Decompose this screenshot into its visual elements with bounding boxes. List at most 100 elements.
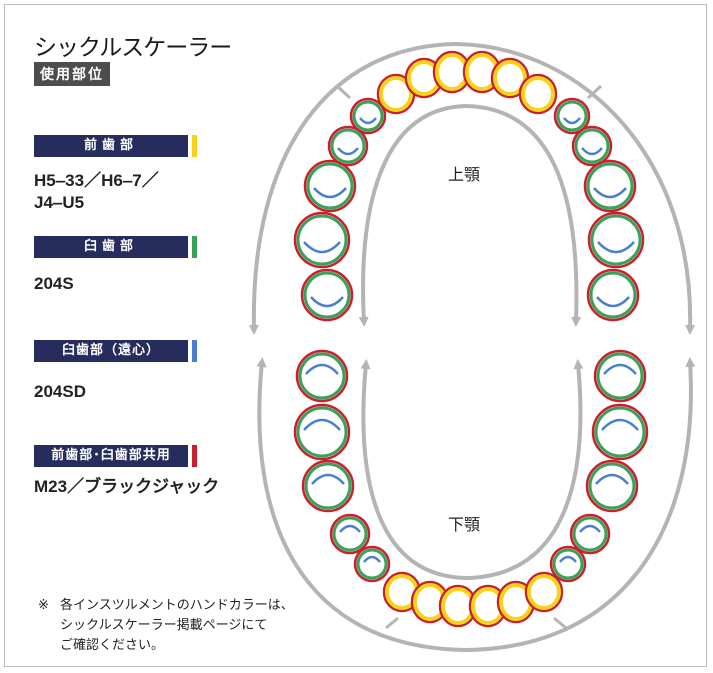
upper-right-tooth-2: [590, 214, 642, 266]
lower-left-tooth-2-outer: [293, 403, 351, 461]
upper-left-tooth-1: [303, 271, 351, 319]
lower-right-tooth-4-outer: [569, 513, 611, 555]
upper-anterior-tooth-5: [493, 60, 527, 96]
footnote-line-3: ご確認ください。: [60, 638, 165, 653]
legend-swatch-anterior: [192, 135, 197, 157]
footnote-mark: ※: [38, 598, 49, 613]
upper-right-tooth-1: [589, 271, 637, 319]
upper-anterior-tooth-6-outer: [518, 73, 558, 115]
lower-right-tooth-3-inner: [595, 473, 629, 485]
lower-left-tooth-1: [298, 352, 346, 400]
upper-left-tooth-4: [330, 128, 366, 164]
legend-value-distal: 204SD: [34, 382, 86, 401]
legend-label-distal: 臼歯部（遠心）: [34, 340, 188, 362]
outer-lower-arrow-left: [256, 357, 467, 652]
upper-left-tooth-3: [306, 162, 354, 210]
lower-right-tooth-1-inner: [603, 363, 637, 375]
legend-value-anterior-line-1: H5‒33／H6‒7／: [34, 171, 159, 190]
upper-left-tooth-5: [352, 100, 384, 132]
upper-anterior-tooth-3: [435, 53, 469, 91]
lower-anterior-tooth-3: [441, 587, 475, 625]
lower-left-tooth-3-outer: [301, 459, 355, 513]
upper-right-tooth-3-inner: [593, 187, 627, 199]
upper-left-tooth-1-inner: [310, 296, 344, 308]
page-frame: [4, 4, 707, 667]
upper-left-tooth-3-inner: [313, 187, 347, 199]
upper-right-tooth-5-inner: [563, 117, 581, 125]
legend-label-anterior: 前歯部: [34, 135, 188, 157]
footnote-line-1-text: 各インスツルメントのハンドカラーは、: [60, 598, 294, 613]
legend-label-molar: 臼歯部: [34, 236, 188, 258]
upper-left-tooth-2: [296, 214, 348, 266]
lower-left-tooth-3: [304, 462, 352, 510]
upper-right-tooth-2-inner: [597, 241, 635, 254]
lower-left-tooth-1-inner: [305, 363, 339, 375]
outer-tick-lower-right: [553, 616, 567, 630]
inner-upper-arrow-right: [465, 104, 582, 327]
legend-item-molar: 臼歯部: [34, 236, 197, 258]
outer-upper-arrow: [248, 42, 457, 335]
outer-tick-upper-right: [586, 84, 603, 100]
upper-left-tooth-5-inner: [359, 117, 377, 125]
lower-left-tooth-5-outer: [353, 545, 391, 583]
lower-left-tooth-2-inner: [303, 418, 341, 431]
upper-left-tooth-4-inner: [337, 147, 359, 156]
upper-right-tooth-4: [574, 128, 610, 164]
legend-item-anterior: 前歯部: [34, 135, 197, 157]
outer-tick-upper-left: [335, 84, 352, 100]
outer-upper-arrow-right: [455, 42, 696, 335]
legend-value-anterior: H5‒33／H6‒7／ J4‒U5: [34, 170, 159, 214]
lower-right-tooth-4: [572, 516, 608, 552]
upper-right-tooth-2-outer: [587, 211, 645, 269]
lower-right-tooth-4-inner: [579, 524, 601, 533]
upper-left-tooth-2-outer: [293, 211, 351, 269]
legend-label-shared: 前歯部･臼歯部共用: [34, 445, 188, 467]
upper-right-tooth-4-inner: [581, 147, 603, 156]
outer-lower-arrow-right: [465, 357, 696, 652]
lower-left-tooth-2: [296, 406, 348, 458]
upper-left-tooth-1-outer: [300, 268, 354, 322]
upper-right-tooth-4-outer: [571, 125, 613, 167]
lower-right-tooth-1: [596, 352, 644, 400]
lower-left-tooth-3-inner: [311, 473, 345, 485]
lower-jaw-label: 下顎: [448, 515, 480, 534]
lower-left-tooth-4-inner: [339, 524, 361, 533]
legend-item-shared: 前歯部･臼歯部共用: [34, 445, 197, 467]
teeth-group: [293, 50, 649, 628]
upper-anterior-tooth-1: [379, 76, 413, 112]
upper-right-tooth-1-inner: [596, 296, 630, 308]
lower-left-tooth-5-inner: [363, 555, 381, 563]
legend-item-distal: 臼歯部（遠心）: [34, 340, 197, 362]
legend-value-anterior-line-2: J4‒U5: [34, 193, 85, 212]
lower-right-tooth-2-outer: [591, 403, 649, 461]
footnote-line-2: シックルスケーラー掲載ページにて: [60, 618, 268, 633]
outer-tick-lower-left: [385, 616, 399, 630]
lower-left-tooth-4-outer: [329, 513, 371, 555]
upper-jaw-label: 上顎: [448, 165, 480, 184]
footnote: ※ 各インスツルメントのハンドカラーは、 シックルスケーラー掲載ページにて ご確認…: [38, 596, 294, 656]
lower-left-tooth-4: [332, 516, 368, 552]
upper-anterior-tooth-6: [521, 76, 555, 112]
upper-right-tooth-5: [556, 100, 588, 132]
lower-right-tooth-5: [552, 548, 584, 580]
lower-right-tooth-5-inner: [559, 555, 577, 563]
legend-value-molar: 204S: [34, 274, 74, 293]
legend-swatch-molar: [192, 236, 197, 258]
page-subtitle: 使用部位: [34, 62, 110, 86]
upper-left-tooth-4-outer: [327, 125, 369, 167]
lower-right-tooth-1-outer: [593, 349, 647, 403]
page-title: シックルスケーラー: [34, 35, 232, 61]
lower-right-tooth-5-outer: [549, 545, 587, 583]
inner-upper-arrow-left: [358, 104, 467, 327]
upper-left-tooth-2-inner: [303, 241, 341, 254]
lower-right-tooth-3-outer: [585, 459, 639, 513]
inner-lower-arrow-left: [360, 359, 467, 580]
lower-anterior-tooth-6: [527, 574, 561, 610]
lower-left-tooth-1-outer: [295, 349, 349, 403]
upper-right-tooth-3-outer: [583, 159, 637, 213]
upper-left-tooth-3-outer: [303, 159, 357, 213]
lower-right-tooth-2-inner: [601, 418, 639, 431]
footnote-line-1: ※ 各インスツルメントのハンドカラーは、: [38, 596, 294, 616]
inner-lower-arrow-right: [465, 359, 584, 580]
